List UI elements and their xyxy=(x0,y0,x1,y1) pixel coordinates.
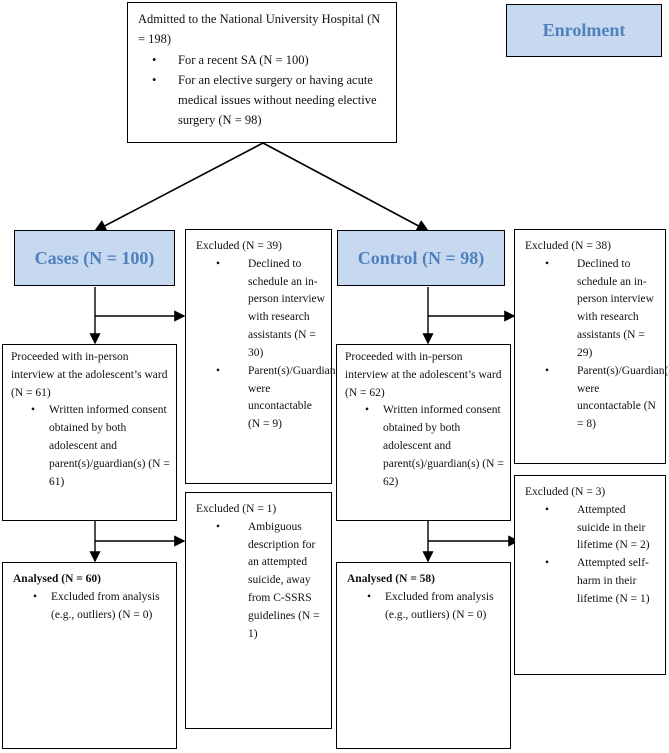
control-excluded2-box: Excluded (N = 3) Attempted suicide in th… xyxy=(514,475,666,675)
control-analysed-item: Excluded from analysis (e.g., outliers) … xyxy=(347,589,504,625)
control-analysed-title: Analysed (N = 58) xyxy=(347,573,436,585)
control-proceeded-title: Proceeded with in-person interview at th… xyxy=(345,351,502,399)
enrolment-label: Enrolment xyxy=(506,4,662,57)
control-excluded1-item-uncontactable: Parent(s)/Guardian(s) were uncontactable… xyxy=(525,363,669,434)
cases-excluded1-title: Excluded (N = 39) xyxy=(196,240,283,252)
arrow-top-to-cases xyxy=(93,142,264,232)
enrolment-text: Enrolment xyxy=(542,20,626,40)
cases-proceeded-box: Proceeded with in-person interview at th… xyxy=(2,344,177,521)
control-proceeded-item: Written informed consent obtained by bot… xyxy=(345,402,504,491)
control-excluded1-title: Excluded (N = 38) xyxy=(525,240,612,252)
admitted-title: Admitted to the National University Hosp… xyxy=(138,12,381,46)
cases-header-text: Cases (N = 100) xyxy=(34,247,155,268)
cases-excluded1-item-declined: Declined to schedule an in-person interv… xyxy=(196,256,325,363)
cases-header: Cases (N = 100) xyxy=(14,230,175,286)
cases-proceeded-item: Written informed consent obtained by bot… xyxy=(11,402,170,491)
cases-excluded1-item-uncontactable: Parent(s)/Guardian(s) were uncontactable… xyxy=(196,363,348,434)
control-header-text: Control (N = 98) xyxy=(357,247,485,268)
cases-analysed-item: Excluded from analysis (e.g., outliers) … xyxy=(13,589,170,625)
admitted-item-elective: For an elective surgery or having acute … xyxy=(138,70,388,130)
cases-excluded2-item-ambiguous: Ambiguous description for an attempted s… xyxy=(196,519,325,644)
cases-analysed-title: Analysed (N = 60) xyxy=(13,573,102,585)
admitted-item-sa: For a recent SA (N = 100) xyxy=(138,50,388,70)
arrow-top-to-control xyxy=(262,142,430,232)
cases-proceeded-title: Proceeded with in-person interview at th… xyxy=(11,351,168,399)
control-excluded2-item-selfharm: Attempted self-harm in their lifetime (N… xyxy=(525,555,659,608)
cases-analysed-box: Analysed (N = 60) Excluded from analysis… xyxy=(2,562,177,749)
cases-excluded1-box: Excluded (N = 39) Declined to schedule a… xyxy=(185,229,348,484)
control-proceeded-box: Proceeded with in-person interview at th… xyxy=(336,344,511,521)
control-excluded1-box: Excluded (N = 38) Declined to schedule a… xyxy=(514,229,669,464)
cases-excluded2-title: Excluded (N = 1) xyxy=(196,503,277,515)
control-analysed-box: Analysed (N = 58) Excluded from analysis… xyxy=(336,562,511,749)
control-excluded1-item-declined: Declined to schedule an in-person interv… xyxy=(525,256,659,363)
control-header: Control (N = 98) xyxy=(337,230,505,286)
control-excluded2-title: Excluded (N = 3) xyxy=(525,486,606,498)
cases-excluded2-box: Excluded (N = 1) Ambiguous description f… xyxy=(185,492,332,729)
control-excluded2-item-suicide: Attempted suicide in their lifetime (N =… xyxy=(525,502,659,555)
admitted-box: Admitted to the National University Hosp… xyxy=(127,2,397,143)
